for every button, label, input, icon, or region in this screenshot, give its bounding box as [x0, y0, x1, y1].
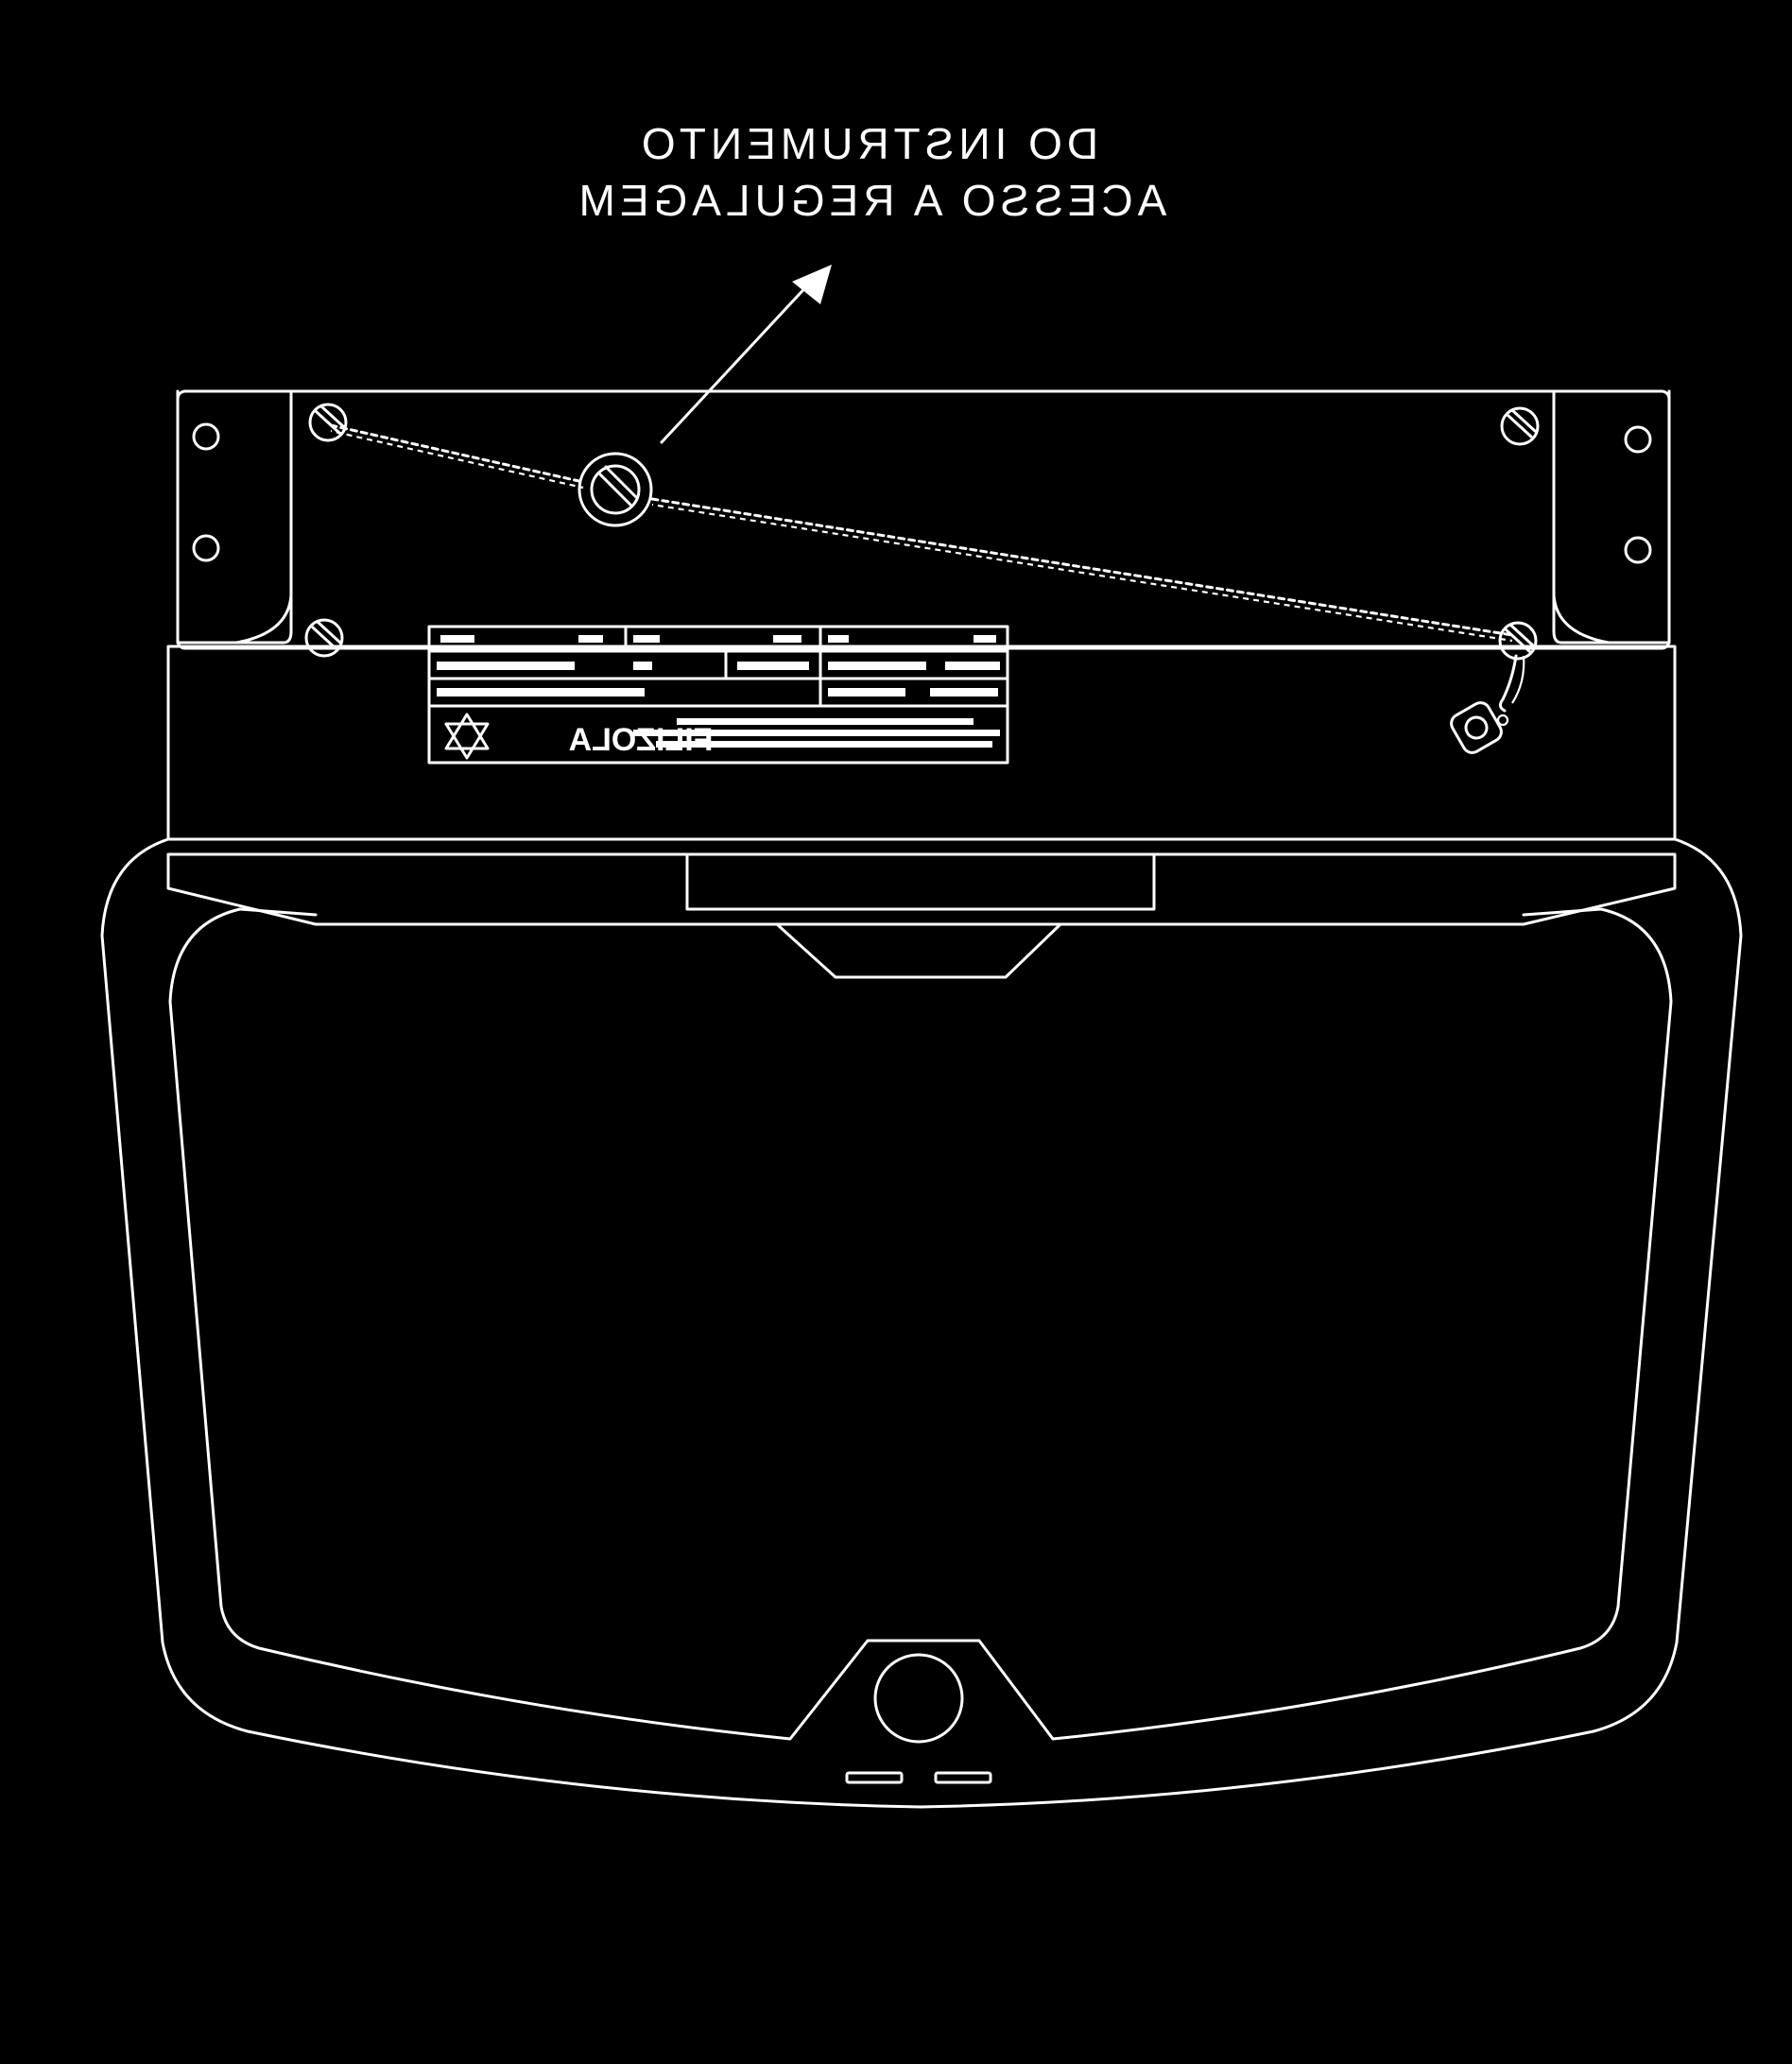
hinge-bar — [166, 852, 1677, 979]
mounting-hole-icon — [192, 534, 220, 562]
plate-fields — [437, 635, 1000, 748]
bottom-details — [845, 1653, 992, 1784]
adjustment-knob-icon — [873, 1653, 964, 1744]
mounting-hole-icon — [1624, 425, 1652, 454]
screw-icon — [1500, 406, 1540, 446]
plate-logo: FILIZOLA — [444, 713, 714, 760]
screw-icon — [308, 403, 348, 442]
upper-plate — [176, 389, 1671, 650]
seal-wire — [329, 423, 1525, 754]
screw-icon — [304, 618, 344, 658]
callout-line-2: ACESSO A REGULAGEM — [575, 176, 1167, 225]
star-of-david-icon — [444, 713, 490, 760]
screw-icon — [1498, 621, 1538, 661]
mounting-hole-icon — [1624, 536, 1652, 564]
lead-seal-icon — [1450, 701, 1503, 754]
plate-brand: FILIZOLA — [569, 722, 714, 758]
basin-outer-frame — [100, 837, 1743, 1809]
adjustment-screw-icon — [577, 452, 653, 527]
basin-inner-window — [168, 907, 1673, 1741]
callout-line-1: DO INSTRUMENTO — [637, 119, 1098, 168]
mounting-hole-icon — [192, 422, 220, 451]
slot-icon — [934, 1771, 992, 1784]
callout-label: DO INSTRUMENTO ACESSO A REGULAGEM — [575, 119, 1167, 225]
screws — [304, 403, 1540, 661]
housing-band — [166, 645, 1677, 841]
identification-plate: FILIZOLA — [427, 625, 1009, 765]
callout-arrow — [660, 265, 832, 444]
slot-icon — [845, 1771, 904, 1784]
